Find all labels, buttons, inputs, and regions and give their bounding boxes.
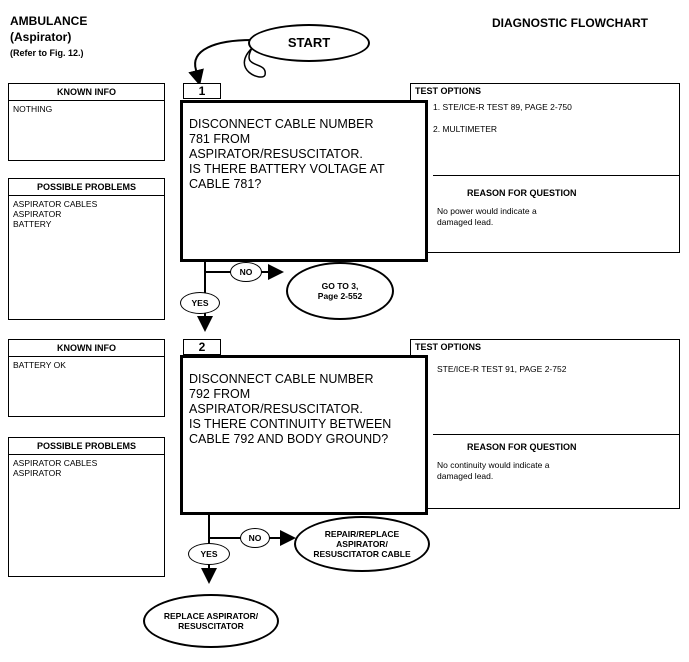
reason-title: REASON FOR QUESTION [467,442,577,452]
known-info-content: BATTERY OK [13,360,66,370]
possible-problems-box-1: POSSIBLE PROBLEMS ASPIRATOR CABLES ASPIR… [8,178,165,320]
test-options-panel-2: TEST OPTIONS STE/ICE-R TEST 91, PAGE 2-7… [410,339,680,509]
no-label-2: NO [240,528,270,548]
reason-title: REASON FOR QUESTION [467,188,577,198]
possible-problems-title: POSSIBLE PROBLEMS [9,438,164,455]
header-reference: (Refer to Fig. 12.) [10,48,84,58]
test-options-title: TEST OPTIONS [415,86,482,96]
reason-content: No continuity would indicate a damaged l… [437,460,550,481]
possible-problems-title: POSSIBLE PROBLEMS [9,179,164,196]
reason-content: No power would indicate a damaged lead. [437,206,537,227]
possible-problems-content: ASPIRATOR CABLES ASPIRATOR [13,458,98,478]
yes-label-2: YES [188,543,230,565]
test-options-content: 1. STE/ICE-R TEST 89, PAGE 2-750 2. MULT… [433,102,572,134]
test-options-panel-1: TEST OPTIONS 1. STE/ICE-R TEST 89, PAGE … [410,83,680,253]
header-title-right: DIAGNOSTIC FLOWCHART [492,16,648,30]
yes-target-2: REPLACE ASPIRATOR/ RESUSCITATOR [143,594,279,648]
test-options-content: STE/ICE-R TEST 91, PAGE 2-752 [437,364,567,374]
start-node: START [248,24,370,62]
test-options-title: TEST OPTIONS [415,342,482,352]
possible-problems-content: ASPIRATOR CABLES ASPIRATOR BATTERY [13,199,98,229]
reason-divider [433,434,680,435]
no-target-1: GO TO 3, Page 2-552 [286,262,394,320]
known-info-content: NOTHING [13,104,53,114]
question-box-1: DISCONNECT CABLE NUMBER 781 FROM ASPIRAT… [180,100,428,262]
step-number-1: 1 [183,83,221,99]
known-info-box-1: KNOWN INFO NOTHING [8,83,165,161]
yes-label-1: YES [180,292,220,314]
no-target-2: REPAIR/REPLACE ASPIRATOR/ RESUSCITATOR C… [294,516,430,572]
question-box-2: DISCONNECT CABLE NUMBER 792 FROM ASPIRAT… [180,355,428,515]
header-subtitle-left: (Aspirator) [10,30,72,44]
reason-divider [433,175,680,176]
known-info-title: KNOWN INFO [9,84,164,101]
known-info-title: KNOWN INFO [9,340,164,357]
known-info-box-2: KNOWN INFO BATTERY OK [8,339,165,417]
step-number-2: 2 [183,339,221,355]
no-label-1: NO [230,262,262,282]
header-title-left: AMBULANCE [10,14,88,28]
possible-problems-box-2: POSSIBLE PROBLEMS ASPIRATOR CABLES ASPIR… [8,437,165,577]
